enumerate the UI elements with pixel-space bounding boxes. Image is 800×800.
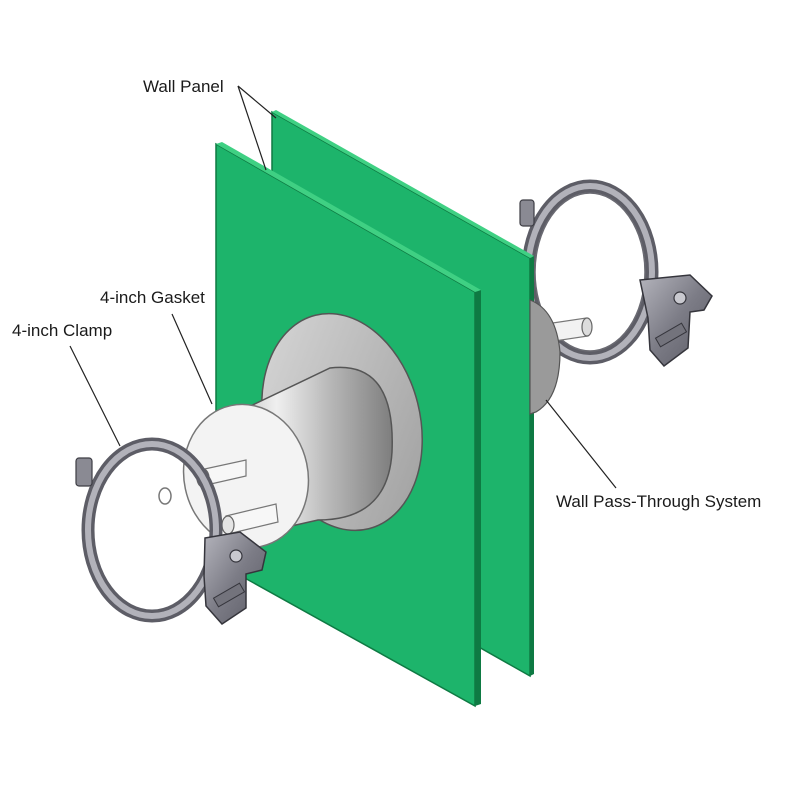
left-clamp-screw: [212, 582, 246, 608]
left-clamp-ring-highlight: [85, 441, 219, 619]
gasket-pin-ring: [158, 487, 172, 505]
leader-pass-through: [545, 399, 617, 489]
right-clamp-latch: [639, 274, 713, 368]
gasket-label: 4-inch Gasket: [100, 288, 205, 307]
left-clamp: [75, 437, 267, 625]
clamp-label: 4-inch Clamp: [12, 321, 113, 340]
leader-lines: [69, 85, 617, 489]
front-panel-top-edge: [216, 142, 481, 292]
front-panel-edge: [475, 290, 481, 706]
right-rod-tip: [581, 317, 593, 337]
rear-sleeve: [529, 299, 561, 415]
right-clamp: [519, 179, 713, 368]
right-clamp-ring-inner: [534, 192, 646, 352]
front-rod-lower-tip: [221, 515, 235, 535]
right-clamp-screw: [654, 322, 688, 348]
leader-gasket: [171, 313, 213, 405]
leader-clamp: [69, 345, 121, 447]
pass-through-label: Wall Pass-Through System: [556, 492, 762, 511]
right-clamp-bolt: [673, 291, 687, 305]
leader-wall-panel-front: [237, 85, 267, 171]
left-clamp-hinge: [75, 457, 93, 487]
right-clamp-hinge: [519, 199, 535, 227]
rear-sleeve-body: [529, 299, 561, 415]
left-clamp-bolt: [229, 549, 243, 563]
back-panel-top-edge: [272, 110, 534, 258]
leader-wall-panel-back: [237, 85, 277, 119]
wall-panel-label: Wall Panel: [143, 77, 224, 96]
